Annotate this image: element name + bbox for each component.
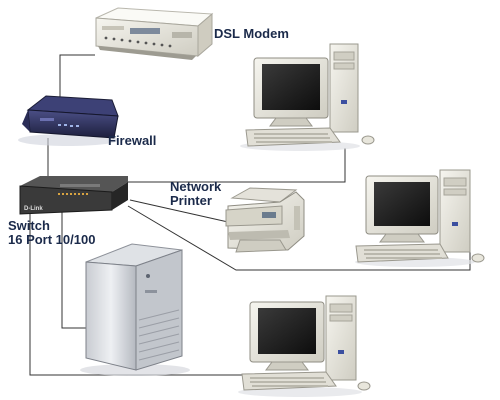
network-printer-label-line2: Printer — [170, 193, 212, 208]
dsl-modem-icon — [95, 7, 214, 60]
router-icon — [18, 95, 119, 146]
printer-icon — [225, 187, 305, 253]
network-printer-label-line1: Network — [170, 179, 222, 194]
switch-brand-label: D-Link — [24, 206, 43, 212]
cable-switch-printer — [129, 199, 229, 223]
cable-switch-workstation-1 — [122, 148, 346, 183]
network-printer-label: Network Printer — [170, 180, 221, 208]
dsl-modem-label: DSL Modem — [214, 26, 289, 41]
server-icon — [80, 243, 190, 376]
switch-icon: D-Link — [19, 176, 128, 215]
firewall-label: Firewall — [108, 133, 157, 148]
desktop-computer-icon — [240, 43, 375, 151]
switch-label-line2: 16 Port 10/100 — [8, 232, 96, 247]
switch-label-line1: Switch — [8, 218, 50, 233]
desktop-computer-icon — [355, 169, 485, 267]
cable-switch-workstation-3 — [29, 212, 245, 376]
desktop-computer-icon — [238, 295, 371, 397]
cable-switch-workstation-2 — [127, 205, 471, 271]
cables — [29, 54, 471, 376]
switch-label: Switch 16 Port 10/100 — [8, 219, 95, 247]
cable-modem-firewall — [59, 54, 95, 105]
